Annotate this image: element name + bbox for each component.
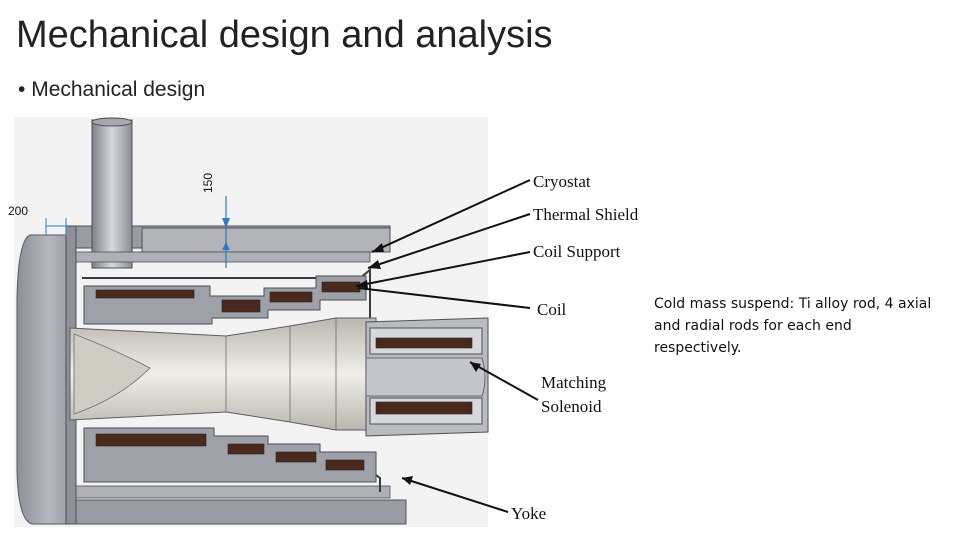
leader-coil-support-head xyxy=(356,280,368,289)
yoke-housing-bottom xyxy=(65,499,407,525)
dim-150-arrowhead xyxy=(222,218,230,228)
label-matching-solenoid: Matching Solenoid xyxy=(541,371,606,419)
label-matching-solenoid-line2: Solenoid xyxy=(541,397,602,416)
coil-lower-3 xyxy=(275,451,317,463)
matching-solenoid-mid xyxy=(365,357,486,397)
leader-matching-solenoid xyxy=(469,361,539,401)
label-matching-solenoid-line1: Matching xyxy=(541,373,607,392)
dimension-150-label: 150 xyxy=(201,172,216,194)
dimension-200-label: 200 xyxy=(8,204,29,218)
leader-matching-solenoid-head xyxy=(470,362,481,372)
cryostat-shell-top xyxy=(75,251,371,263)
cold-mass-note: Cold mass suspend: Ti alloy rod, 4 axial… xyxy=(654,296,932,356)
coil-upper-4 xyxy=(321,281,361,293)
label-thermal-shield: Thermal Shield xyxy=(533,205,639,224)
coil-upper-1 xyxy=(95,289,195,299)
label-coil: Coil xyxy=(537,300,567,319)
coil-upper-2 xyxy=(221,299,261,313)
dim-150-arrowhead-lower xyxy=(222,242,230,250)
thermal-shield-line xyxy=(82,267,371,330)
leader-yoke xyxy=(401,477,509,513)
coil-lower-2 xyxy=(227,443,265,455)
label-cryostat: Cryostat xyxy=(533,172,591,191)
label-yoke: Yoke xyxy=(511,504,547,523)
bullet-text: Mechanical design xyxy=(31,78,206,101)
chimney-top xyxy=(91,117,133,127)
end-flange xyxy=(16,234,71,525)
leader-coil xyxy=(357,287,531,309)
coil-lower-4 xyxy=(325,459,365,471)
leader-cryostat xyxy=(371,179,531,253)
matching-coil-lower xyxy=(375,401,473,415)
chimney-tube xyxy=(91,119,133,269)
leader-thermal-shield xyxy=(367,213,531,269)
bore-cone xyxy=(73,333,151,415)
page-title: Mechanical design and analysis xyxy=(16,14,553,56)
leader-cryostat-head xyxy=(372,243,384,252)
leader-thermal-shield-head xyxy=(368,260,381,269)
bullet-item: • Mechanical design xyxy=(18,78,205,102)
leader-coil-support xyxy=(355,251,531,287)
label-coil-support: Coil Support xyxy=(533,242,621,261)
coil-lower-1 xyxy=(95,433,207,447)
bullet-marker: • xyxy=(18,78,26,101)
coil-upper-3 xyxy=(269,291,313,303)
leader-yoke-head xyxy=(402,476,413,485)
yoke-upper-block xyxy=(141,227,391,253)
matching-coil-upper xyxy=(375,337,473,349)
cryostat-shell-bottom xyxy=(75,485,391,499)
